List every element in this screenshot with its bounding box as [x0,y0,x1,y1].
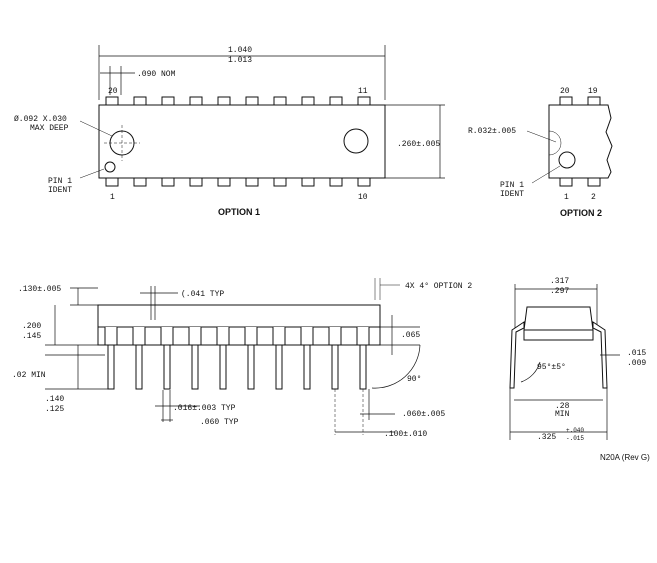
opt2-radius: R.032±.005 [468,127,516,136]
dim-100: .100±.010 [384,430,427,439]
pin1-ident-dot [104,161,116,173]
option2-view: 20 19 R.032±.005 PIN 1 IDENT 1 2 OPTION … [468,87,613,218]
dim-02: .02 MIN [12,371,46,380]
width-dim-top: 1.040 [228,46,252,55]
option-2-label: OPTION 2 [560,208,602,218]
opt2-pin1: 1 [564,193,569,202]
pin-11-label: 11 [358,87,368,96]
dim-145: .145 [22,332,41,341]
nom-dim: .090 NOM [137,70,176,79]
dim-060: .060±.005 [402,410,445,419]
dim-015: .015 [627,349,646,358]
dim-90: 90° [407,375,421,384]
dim-060typ: .060 TYP [200,418,239,427]
dim-28: .28 [555,402,570,411]
dim-325: .325 [537,433,556,442]
dim-125: .125 [45,405,64,414]
dim-317: .317 [550,277,569,286]
dim-4x: 4X 4° OPTION 2 [405,282,472,291]
dim-016: .016±.003 TYP [173,404,236,413]
package-body [98,104,386,179]
dim-065: .065 [401,331,420,340]
dim-009: .009 [627,359,646,368]
dim-325-tol-top: +.040 [566,427,584,434]
opt2-pin19: 19 [588,87,598,96]
height-dim: .260±.005 [397,140,440,149]
side-leads [104,327,370,390]
dim-140: .140 [45,395,64,404]
opt2-pin1-ident-1: PIN 1 [500,181,524,190]
dim-041: (.041 TYP [181,290,224,299]
opt2-pin20: 20 [560,87,570,96]
dim-min: MIN [555,410,570,419]
pin1-ident-1: PIN 1 [48,177,72,186]
opt2-pin1-ident-2: IDENT [500,190,524,199]
revision-label: N20A (Rev G) [600,453,650,462]
pin1-ident-2: IDENT [48,186,72,195]
dim-297: .297 [550,287,569,296]
option-1-label: OPTION 1 [218,207,260,217]
hole-dim-1: Ø.092 X.030 [14,115,67,124]
pin-1-label: 1 [110,193,115,202]
width-dim-bottom: 1.013 [228,56,252,65]
dim-325-tol-bot: -.015 [566,435,584,442]
pin-10-label: 10 [358,193,368,202]
end-view: .317 .297 .015 .009 95°±5° .28 MIN .325 … [509,277,646,442]
dim-130: .130±.005 [18,285,61,294]
dim-95: 95°±5° [537,363,566,372]
top-view: 1.040 1.013 .090 NOM 20 11 1 10 [14,45,445,217]
hole-dim-2: MAX DEEP [30,124,69,133]
opt2-pin2: 2 [591,193,596,202]
dim-200: .200 [22,322,41,331]
side-view: .130±.005 .200 .145 .02 MIN .140 .125 (.… [12,278,472,439]
pin-20-label: 20 [108,87,118,96]
